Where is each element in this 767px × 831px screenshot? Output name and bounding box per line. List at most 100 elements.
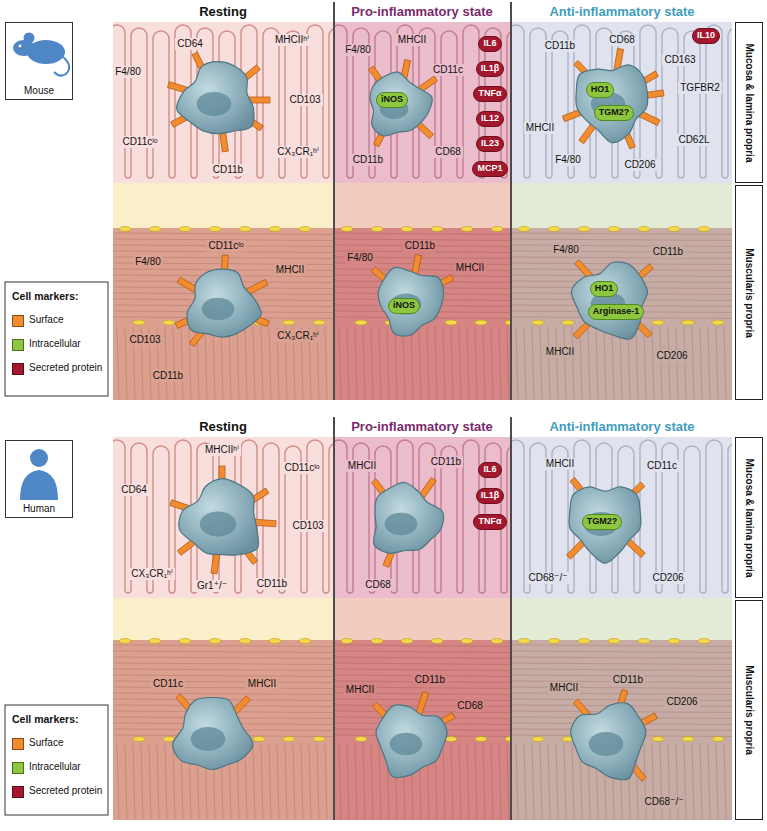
marker-label: CD11cˡᵒ: [120, 136, 159, 148]
node-text: IL6: [483, 38, 496, 48]
marker-label: F4/80: [113, 66, 143, 78]
column-heading: Resting: [199, 4, 247, 20]
marker-label: CX₃CR₁ʰⁱ: [275, 330, 320, 342]
enteric-neuron: [149, 639, 161, 644]
macrophage: [569, 487, 641, 563]
node-text: IL23: [481, 138, 499, 148]
legend-text: Secreted protein: [29, 785, 102, 797]
enteric-neuron: [475, 737, 487, 742]
cell-body: [569, 487, 641, 563]
enteric-neuron: [682, 737, 694, 742]
column-heading: Anti-inflammatory state: [549, 4, 694, 20]
legend-swatch: [12, 762, 24, 774]
column-heading: Pro-inflammatory state: [351, 419, 493, 435]
node-text: Human: [6, 503, 72, 514]
enteric-neuron: [445, 320, 457, 325]
enteric-neuron: [269, 639, 281, 644]
enteric-neuron: [505, 320, 510, 325]
node-text: Muscularis propria: [744, 248, 755, 337]
submucosa-band: [512, 183, 732, 228]
marker-label: CD11b: [351, 154, 385, 166]
tissue-panel: [331, 22, 529, 400]
human-head: [30, 449, 48, 467]
marker-label: F4/80: [345, 252, 375, 264]
node-text: Mucosa & lamina propria: [744, 458, 755, 577]
node-text: HO1: [591, 84, 610, 94]
column-heading: Anti-inflammatory state: [549, 419, 694, 435]
marker-label: CD206: [622, 159, 657, 171]
enteric-neuron: [461, 639, 473, 644]
species-icons: [13, 33, 69, 501]
marker-label: Gr1⁺/⁻: [195, 580, 229, 592]
marker-label: TGFBR2: [678, 82, 721, 94]
cell-body: [177, 62, 254, 134]
enteric-neuron: [133, 320, 145, 325]
cell-body: [373, 482, 443, 553]
species-box: Mouse: [5, 22, 73, 100]
enteric-neuron: [209, 227, 221, 232]
marker-label: MHCIIʰⁱ: [273, 34, 311, 46]
secreted-protein: IL6: [478, 462, 501, 477]
enteric-neuron: [239, 639, 251, 644]
cell-body: [576, 65, 648, 143]
secreted-protein: MCP1: [472, 161, 507, 176]
marker-label: MHCII: [396, 34, 428, 46]
legend-text: Surface: [29, 737, 63, 749]
layer-label-box: Muscularis propria: [735, 600, 763, 820]
marker-label: CX₃CR₁ʰⁱ: [129, 568, 174, 580]
marker-label: F4/80: [343, 44, 373, 56]
enteric-neuron: [518, 639, 530, 644]
macrophage: [378, 267, 443, 336]
tissue-panel: [508, 437, 750, 820]
node-text: IL1β: [481, 63, 500, 73]
node-text: IL1β: [481, 490, 500, 500]
enteric-neuron: [355, 737, 367, 742]
enteric-neuron: [341, 227, 353, 232]
legend-text: Intracellular: [29, 338, 81, 350]
layer-label-box: Mucosa & lamina propria: [735, 22, 763, 183]
intracellular-marker: iNOS: [388, 298, 420, 313]
enteric-neuron: [461, 227, 473, 232]
tissue-layers: [5, 2, 750, 820]
column-divider: [333, 2, 335, 400]
node-text: IL12: [481, 113, 499, 123]
enteric-neuron: [371, 227, 383, 232]
enteric-neuron: [638, 639, 650, 644]
layer-label-box: Muscularis propria: [735, 185, 763, 400]
villi: [113, 25, 333, 178]
tissue-panel: [508, 22, 750, 400]
legend-entry: Surface: [12, 737, 104, 750]
marker-label: CD68: [433, 146, 463, 158]
mucosa-ground: [512, 22, 732, 183]
macrophage: [571, 262, 647, 339]
villi: [335, 25, 510, 178]
marker-label: CD11b: [151, 370, 185, 382]
nucleus: [197, 92, 232, 116]
marker-label: MHCII: [548, 682, 580, 694]
mouse-icon: [13, 33, 69, 76]
tissue-panel: [109, 437, 351, 820]
enteric-neuron: [548, 639, 560, 644]
enteric-neuron: [491, 227, 503, 232]
marker-label: MHCII: [344, 684, 376, 696]
enteric-neuron: [668, 639, 680, 644]
enteric-neuron: [371, 639, 383, 644]
nucleus: [589, 732, 624, 756]
legend-text: Secreted protein: [29, 362, 102, 374]
submucosa-band: [335, 183, 510, 228]
enteric-neuron: [712, 737, 724, 742]
human-body: [20, 470, 58, 500]
intracellular-marker: iNOS: [376, 92, 408, 107]
marker-label: CD64: [119, 484, 149, 496]
surface-markers: [167, 48, 663, 781]
macrophage: [373, 482, 443, 553]
marker-label: MHCII: [544, 346, 576, 358]
marker-label: CD11cˡᵒ: [282, 462, 321, 474]
enteric-neuron: [548, 227, 560, 232]
secreted-protein: IL10: [692, 28, 720, 43]
enteric-neuron: [401, 639, 413, 644]
cell-body: [173, 697, 253, 769]
human-icon: [20, 449, 58, 500]
legend-text: Intracellular: [29, 761, 81, 773]
enteric-neuron: [355, 320, 367, 325]
